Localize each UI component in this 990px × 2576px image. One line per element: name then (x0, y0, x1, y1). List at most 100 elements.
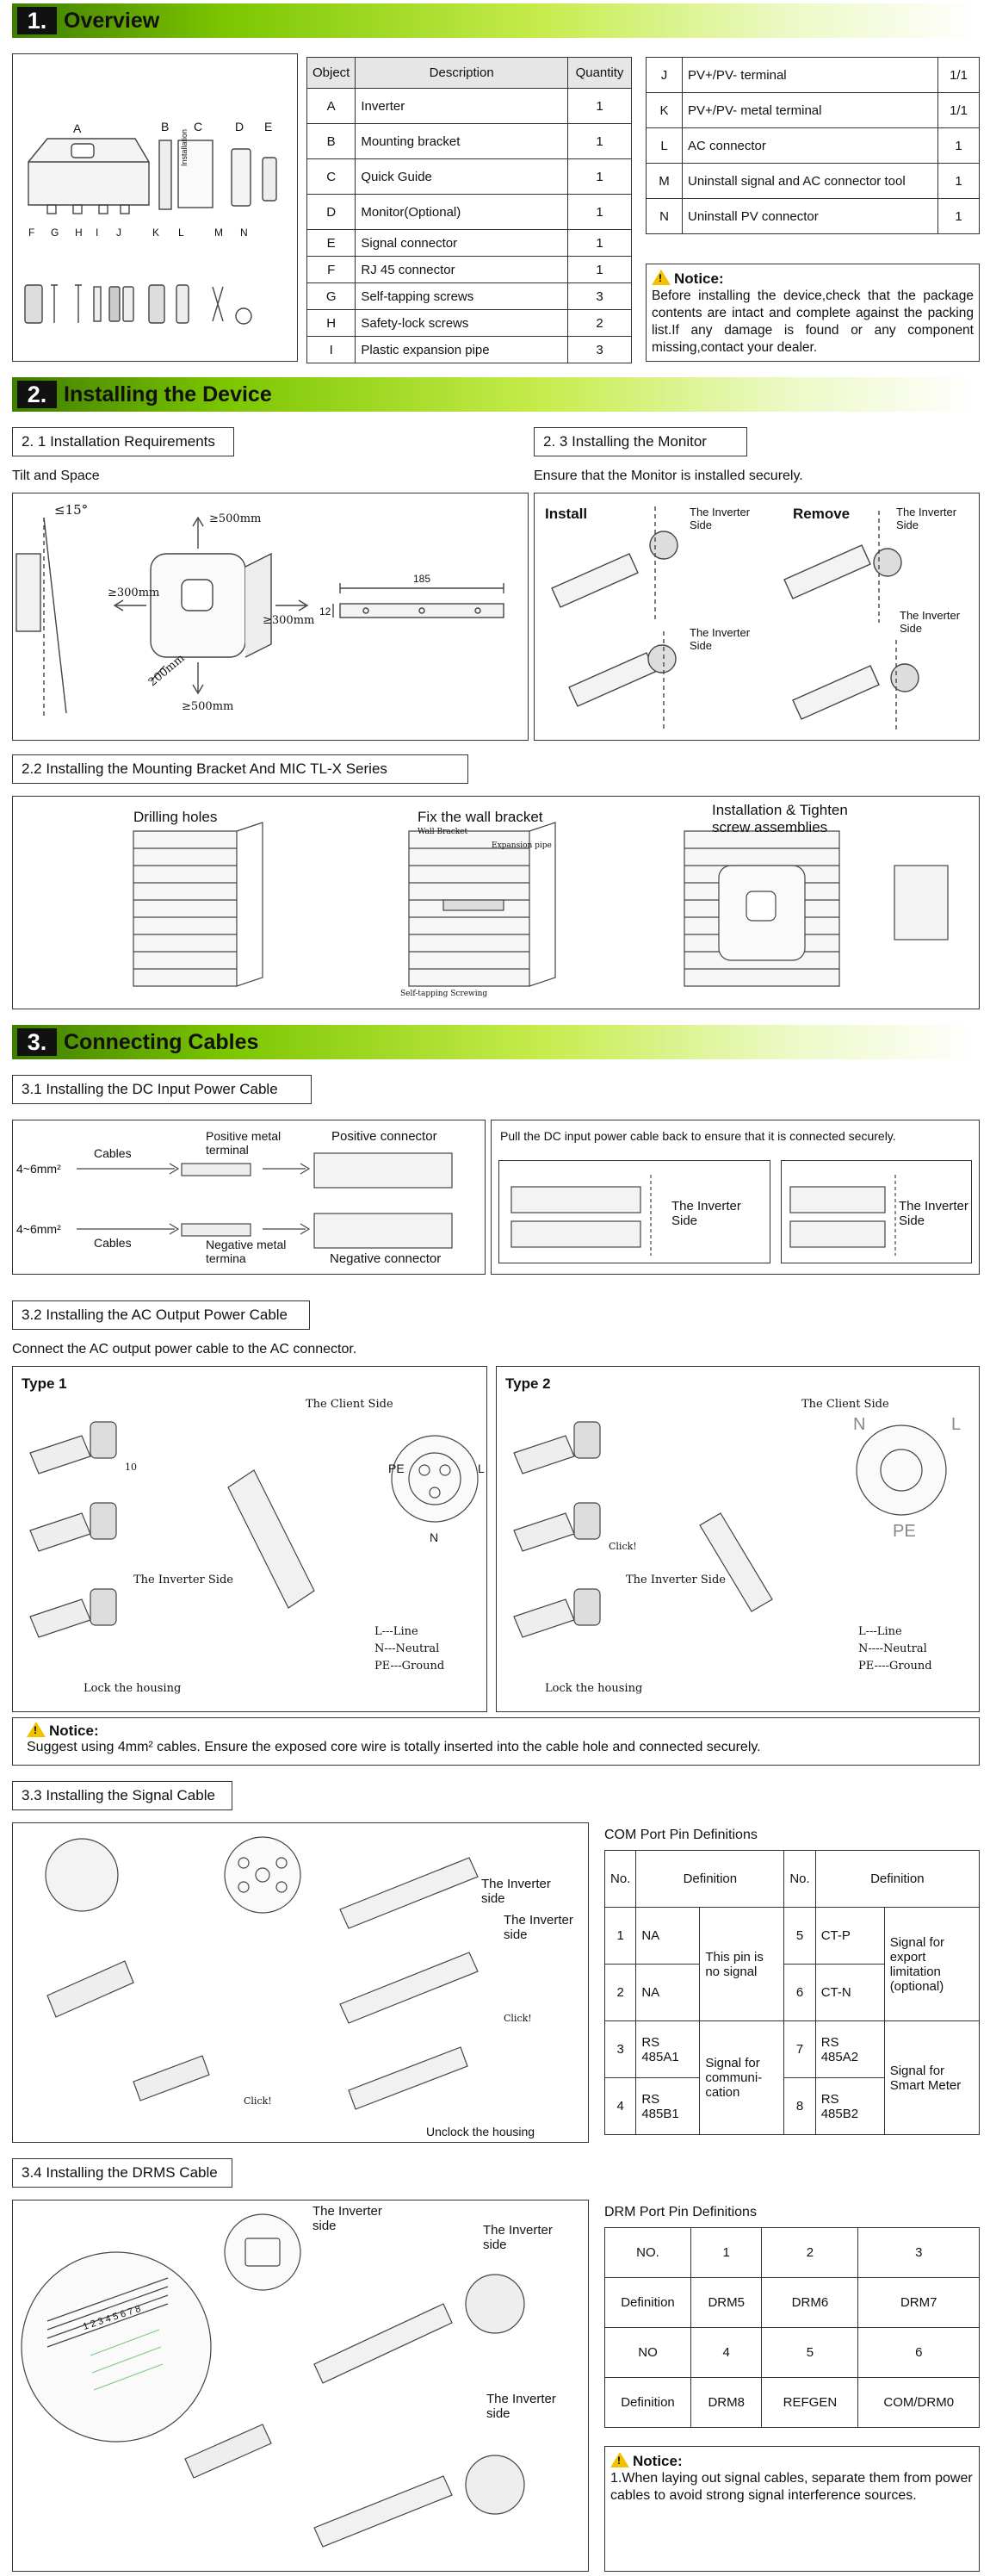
table-cell: 2 (761, 2227, 859, 2278)
table-cell: NO (604, 2327, 691, 2378)
table-cell: DRM6 (761, 2277, 859, 2328)
table-cell: 3 (567, 282, 632, 310)
n-label: N (430, 1530, 439, 1544)
mounting-drawing (133, 822, 949, 987)
table-cell: 1 (690, 2227, 763, 2278)
com-table-title: COM Port Pin Definitions (604, 1828, 758, 1842)
notice-box: Notice: Before installing the device,che… (646, 264, 980, 362)
drm-table-title: DRM Port Pin Definitions (604, 2205, 757, 2219)
section-3-banner: 3. Connecting Cables (12, 1025, 978, 1059)
table-cell: PV+/PV- terminal (682, 57, 938, 93)
col-header: Definition (635, 1850, 785, 1908)
table-cell: Safety-lock screws (355, 309, 568, 337)
click-label: Click! (609, 1541, 637, 1552)
part-label-m: M (214, 227, 223, 239)
click-label: Click! (504, 2013, 532, 2024)
negative-connector-label: Negative connector (330, 1251, 442, 1266)
tilt-angle: ≤15° (54, 502, 89, 518)
table-cell: A (306, 88, 356, 124)
strip-length: 10 (125, 1462, 137, 1473)
signal-drawing (45, 1836, 479, 2110)
pull-detail-2: The Inverter Side (781, 1160, 972, 1263)
positive-terminal-label: Positive metal terminal (206, 1129, 282, 1157)
table-cell: 7 (783, 2020, 816, 2078)
table-cell: Definition (604, 2277, 691, 2328)
notice-title: Notice: (633, 2453, 683, 2469)
table-cell: RS 485A2 (814, 2020, 885, 2078)
table-cell: NA (635, 1964, 701, 2021)
table-cell: Signal for Smart Meter (883, 2020, 981, 2135)
part-label-b: B (161, 120, 170, 133)
table-cell: C (306, 158, 356, 195)
pe-label: PE (893, 1522, 916, 1541)
subsection-title: 2. 1 Installation Requirements (12, 427, 234, 456)
table-cell: 3 (857, 2227, 980, 2278)
com-pin-table: No. Definition No. Definition 1 NA This … (603, 1850, 981, 2135)
section-title: Connecting Cables (64, 1030, 259, 1054)
part-label-g: G (51, 227, 59, 239)
l-label: L (478, 1462, 485, 1475)
pull-detail-1: The Inverter Side (498, 1160, 770, 1263)
subsection-title: 2. 3 Installing the Monitor (534, 427, 747, 456)
table-cell: Self-tapping screws (355, 282, 568, 310)
table-cell: Signal connector (355, 229, 568, 257)
legend-line: L---Line (374, 1625, 418, 1638)
install-label: Install (545, 506, 588, 522)
table-cell: 1 (937, 198, 980, 234)
click-label: Click! (244, 2095, 272, 2107)
table-cell: N (646, 198, 683, 234)
table-cell: Uninstall PV connector (682, 198, 938, 234)
mounting-bracket-figure: Drilling holes Fix the wall bracket Wall… (12, 796, 980, 1009)
pull-drawing-2 (789, 1175, 896, 1256)
part-label-e: E (264, 120, 273, 133)
pull-drawing-1 (510, 1175, 652, 1256)
dc-pull-figure: Pull the DC input power cable back to en… (491, 1120, 980, 1275)
table-cell: 1 (567, 88, 632, 124)
col-header: Object (306, 57, 356, 89)
section-2-banner: 2. Installing the Device (12, 377, 978, 412)
warning-icon (652, 270, 671, 285)
notice-box: Notice: Suggest using 4mm² cables. Ensur… (12, 1717, 980, 1766)
notice-box: Notice: 1.When laying out signal cables,… (604, 2446, 980, 2572)
ac-type2-drawing (513, 1421, 947, 1638)
left-clearance: ≥300mm (108, 587, 160, 599)
legend-neutral: N----Neutral (858, 1642, 927, 1655)
dc-cable-figure: 4~6mm² Cables Positive metal terminal Po… (12, 1120, 486, 1275)
part-label-i: I (96, 227, 99, 239)
client-side-label: The Client Side (801, 1398, 889, 1411)
table-cell: Inverter (355, 88, 568, 124)
ac-type-1-figure: Type 1 The Client Side The Inverter Side… (12, 1366, 487, 1712)
table-cell: DRM5 (690, 2277, 763, 2328)
inverter-side-label: The Inverter Side (690, 506, 751, 531)
table-cell: E (306, 229, 356, 257)
ac-type-2-figure: Type 2 The Client Side The Inverter Side… (496, 1366, 980, 1712)
table-cell: D (306, 194, 356, 230)
lock-housing-label: Lock the housing (84, 1682, 182, 1695)
parts-illustration: A B C D E Installation F G H I J K L M N (12, 53, 298, 362)
table-cell: Monitor(Optional) (355, 194, 568, 230)
table-cell: 1/1 (937, 92, 980, 128)
notice-text: Suggest using 4mm² cables. Ensure the ex… (27, 1740, 761, 1754)
table-cell: Definition (604, 2377, 691, 2428)
table-cell: 6 (857, 2327, 980, 2378)
table-cell: 5 (761, 2327, 859, 2378)
col-header: Quantity (567, 57, 632, 89)
part-label-l: L (178, 227, 184, 239)
table-cell: Uninstall signal and AC connector tool (682, 163, 938, 199)
signal-cable-figure: The Inverter side The Inverter side Clic… (12, 1822, 589, 2143)
inverter-side-label: The Inverter Side (671, 1199, 741, 1228)
subsection-title: 3.1 Installing the DC Input Power Cable (12, 1075, 312, 1104)
table-cell: DRM8 (690, 2377, 763, 2428)
drms-drawing (21, 2213, 525, 2548)
installation-requirements-figure: ≤15° ≥500mm ≥300mm ≥300mm 200mm ≥500mm 1… (12, 493, 529, 741)
table-cell: 1/1 (937, 57, 980, 93)
guide-label: Installation (180, 128, 189, 166)
cable-size: 4~6mm² (16, 1162, 61, 1176)
parts-drawing (24, 138, 277, 325)
table-cell: DRM7 (857, 2277, 980, 2328)
warning-icon (27, 1722, 46, 1737)
table-cell: 1 (567, 158, 632, 195)
table-cell: RJ 45 connector (355, 256, 568, 283)
table-cell: B (306, 123, 356, 159)
table-cell: G (306, 282, 356, 310)
